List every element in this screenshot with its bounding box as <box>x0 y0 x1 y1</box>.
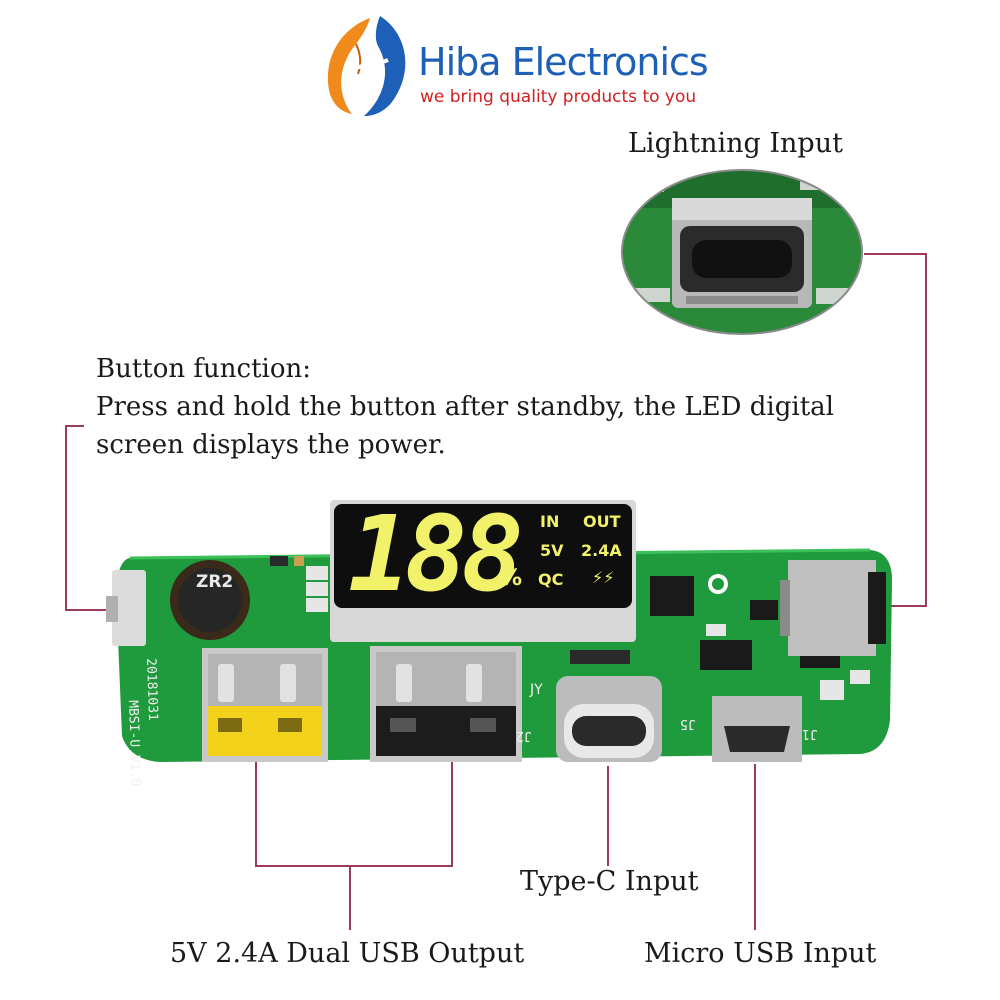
button-leader-line <box>65 425 110 611</box>
dual-usb-output-label: 5V 2.4A Dual USB Output <box>170 938 525 969</box>
j5-label: J5 <box>680 716 696 731</box>
led-display-screen <box>334 504 632 608</box>
led-volt-label: 5V <box>540 541 564 560</box>
j2-label: J2 <box>516 728 532 743</box>
type-c-input-label: Type-C Input <box>520 866 699 897</box>
button-function-line1: Press and hold the button after standby,… <box>96 392 834 422</box>
led-amp-label: 2.4A <box>581 541 622 560</box>
lightning-input-label: Lightning Input <box>628 128 843 159</box>
brand-title: Hiba Electronics <box>418 40 709 84</box>
lightning-port <box>788 560 876 656</box>
inductor-label: ZR2 <box>196 572 234 592</box>
j1-label: J1 <box>802 726 818 741</box>
led-digits: 188 <box>348 493 524 615</box>
button-function-text: Button function: Press and hold the butt… <box>96 350 916 464</box>
lightning-bolt-icon: ⚡⚡ <box>592 568 615 587</box>
led-qc-label: QC <box>538 570 564 589</box>
brand-tagline: we bring quality products to you <box>420 87 697 107</box>
power-bank-pcb <box>106 548 892 762</box>
pcb-model-label: MBSI-U V1.0 <box>125 700 144 787</box>
dual-usb-leader-line <box>255 752 453 867</box>
lightning-leader-line <box>864 253 927 607</box>
jy-label: JY <box>530 682 543 698</box>
led-percent: % <box>500 566 523 591</box>
lightning-port-inset <box>621 169 863 335</box>
led-out-label: OUT <box>583 512 621 531</box>
tactile-button-icon <box>112 570 146 646</box>
pcb-date-label: 20181031 <box>143 658 161 722</box>
button-function-line2: screen displays the power. <box>96 430 446 460</box>
hiba-logo-icon <box>327 16 406 116</box>
micro-usb-input-label: Micro USB Input <box>644 938 877 969</box>
led-in-label: IN <box>540 512 560 531</box>
button-function-title: Button function: <box>96 354 312 384</box>
